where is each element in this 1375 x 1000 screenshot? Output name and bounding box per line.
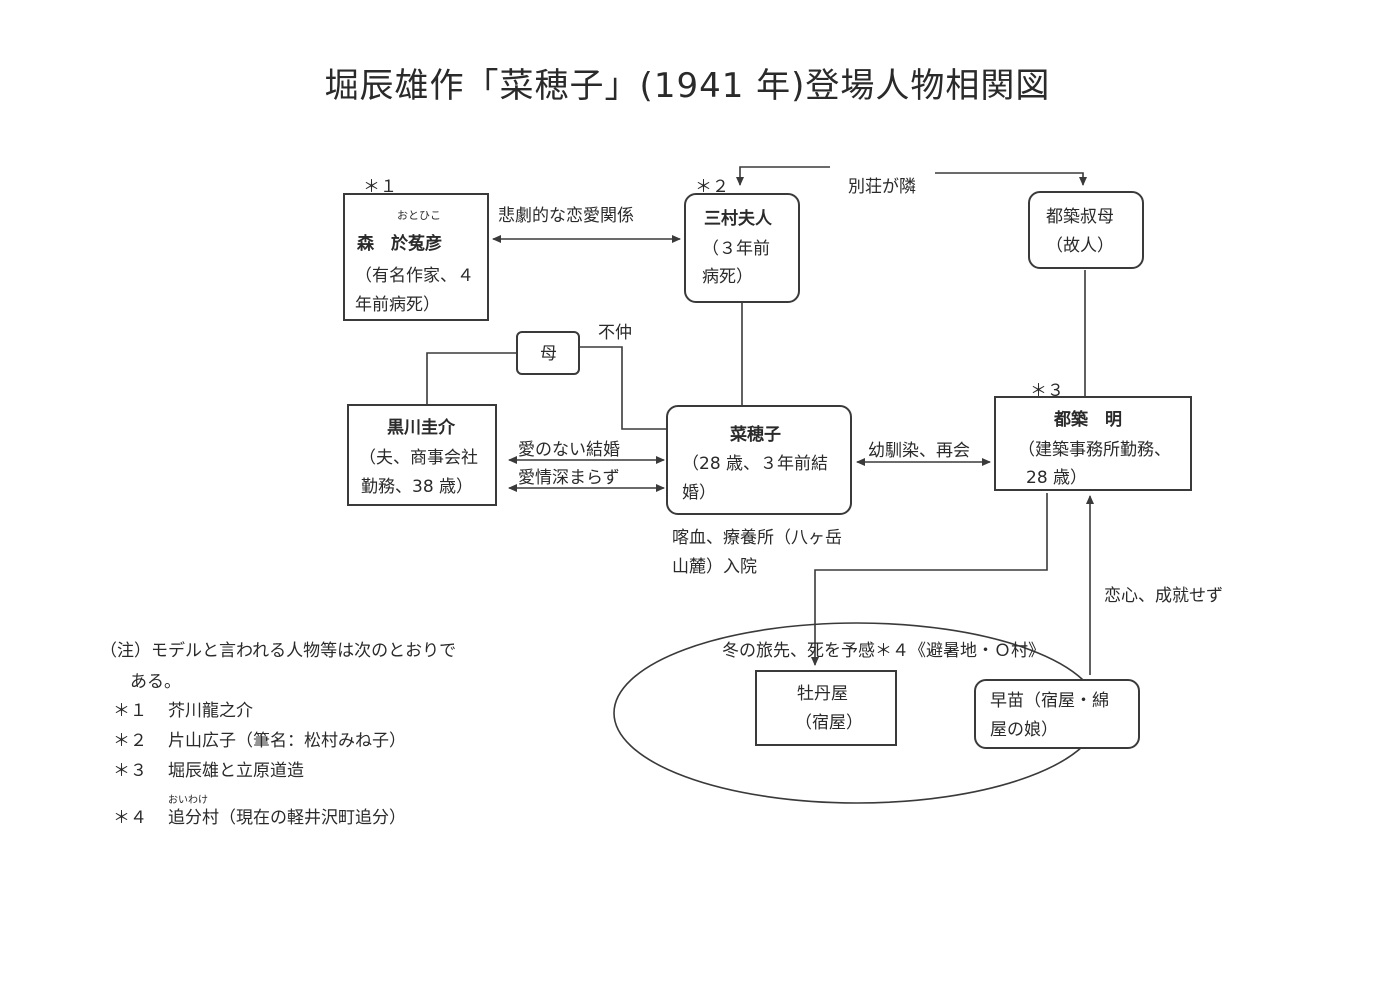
node-sanae: 早苗（宿屋・綿 屋の娘）: [974, 679, 1140, 749]
note-1-text: 芥川龍之介: [168, 701, 253, 721]
node-mother: 母: [516, 331, 580, 375]
tsuzuki-line2: 28 歳）: [1026, 468, 1088, 488]
marker-2: ＊２: [695, 177, 729, 197]
note-4-mark: ＊４: [113, 808, 147, 828]
nahoko-name: 菜穂子: [730, 425, 781, 445]
node-mimura: 三村夫人 （３年前 病死）: [684, 193, 800, 303]
mori-line1: （有名作家、４: [355, 266, 474, 286]
node-kurokawa: 黒川圭介 （夫、商事会社 勤務、38 歳）: [347, 404, 497, 506]
node-tsuzuki: 都築 明 （建築事務所勤務、 28 歳）: [994, 396, 1192, 491]
node-tsuzuki-aunt: 都築叔母 （故人）: [1028, 191, 1144, 269]
mori-name: 森 於菟彦: [357, 234, 442, 254]
label-tragic-love: 悲劇的な恋愛関係: [498, 206, 634, 226]
nahoko-line2: 婚）: [682, 483, 716, 503]
sanae-line1: 早苗（宿屋・綿: [990, 691, 1109, 711]
note-3-text: 堀辰雄と立原道造: [168, 761, 304, 781]
kurokawa-line2: 勤務、38 歳）: [361, 477, 474, 497]
mimura-line1: （３年前: [702, 239, 770, 259]
note-2-text: 片山広子（筆名：松村みね子）: [168, 731, 406, 751]
kurokawa-line1: （夫、商事会社: [359, 448, 478, 468]
villa-arrow-left: [736, 166, 830, 186]
note-2-mark: ＊２: [113, 731, 147, 751]
note-4-text: 追分村（現在の軽井沢町追分）: [168, 808, 406, 828]
mimura-line2: 病死）: [702, 267, 753, 287]
mimura-name: 三村夫人: [704, 209, 772, 229]
tsuzuki-botanya-arrow: [811, 493, 1048, 666]
mother-kurokawa-line: [426, 352, 517, 404]
villa-arrow-right: [935, 172, 1087, 186]
label-villa-next: 別荘が隣: [848, 177, 916, 197]
mori-ruby: おとひこ: [397, 209, 441, 222]
label-hemoptysis-2: 山麓）入院: [672, 557, 757, 577]
aunt-line1: 都築叔母: [1046, 207, 1114, 227]
mother-name: 母: [540, 344, 557, 364]
label-discord: 不仲: [598, 323, 632, 343]
node-mori: おとひこ 森 於菟彦 （有名作家、４ 年前病死）: [343, 193, 489, 321]
note-1-mark: ＊１: [113, 701, 147, 721]
notes-intro-2: ある。: [130, 672, 181, 692]
diagram-title: 堀辰雄作「菜穂子」(1941 年)登場人物相関図: [324, 66, 1051, 106]
node-nahoko: 菜穂子 （28 歳、３年前結 婚）: [666, 405, 852, 515]
nahoko-line1: （28 歳、３年前結: [682, 454, 829, 474]
botanya-line1: 牡丹屋: [797, 684, 848, 704]
label-journey: 冬の旅先、死を予感＊４《避暑地・Ｏ村》: [722, 641, 1045, 661]
mother-nahoko-line: [580, 346, 667, 430]
botanya-line2: （宿屋）: [795, 713, 863, 733]
tsuzuki-line1: （建築事務所勤務、: [1018, 440, 1171, 460]
note-4-ruby: おいわけ: [168, 795, 208, 806]
label-shallow: 愛情深まらず: [518, 468, 620, 488]
node-botanya: 牡丹屋 （宿屋）: [755, 670, 897, 746]
notes-intro-1: （注）モデルと言われる人物等は次のとおりで: [100, 641, 457, 661]
label-hemoptysis-1: 喀血、療養所（八ヶ岳: [672, 528, 842, 548]
label-unrequited: 恋心、成就せず: [1104, 586, 1223, 606]
kurokawa-name: 黒川圭介: [387, 418, 455, 438]
aunt-line2: （故人）: [1046, 236, 1114, 256]
mori-line2: 年前病死）: [355, 295, 440, 315]
tsuzuki-name: 都築 明: [1054, 410, 1122, 430]
marker-1: ＊１: [363, 177, 397, 197]
label-loveless: 愛のない結婚: [518, 440, 620, 460]
note-3-mark: ＊３: [113, 761, 147, 781]
label-childhood: 幼馴染、再会: [868, 441, 970, 461]
sanae-line2: 屋の娘）: [990, 720, 1058, 740]
